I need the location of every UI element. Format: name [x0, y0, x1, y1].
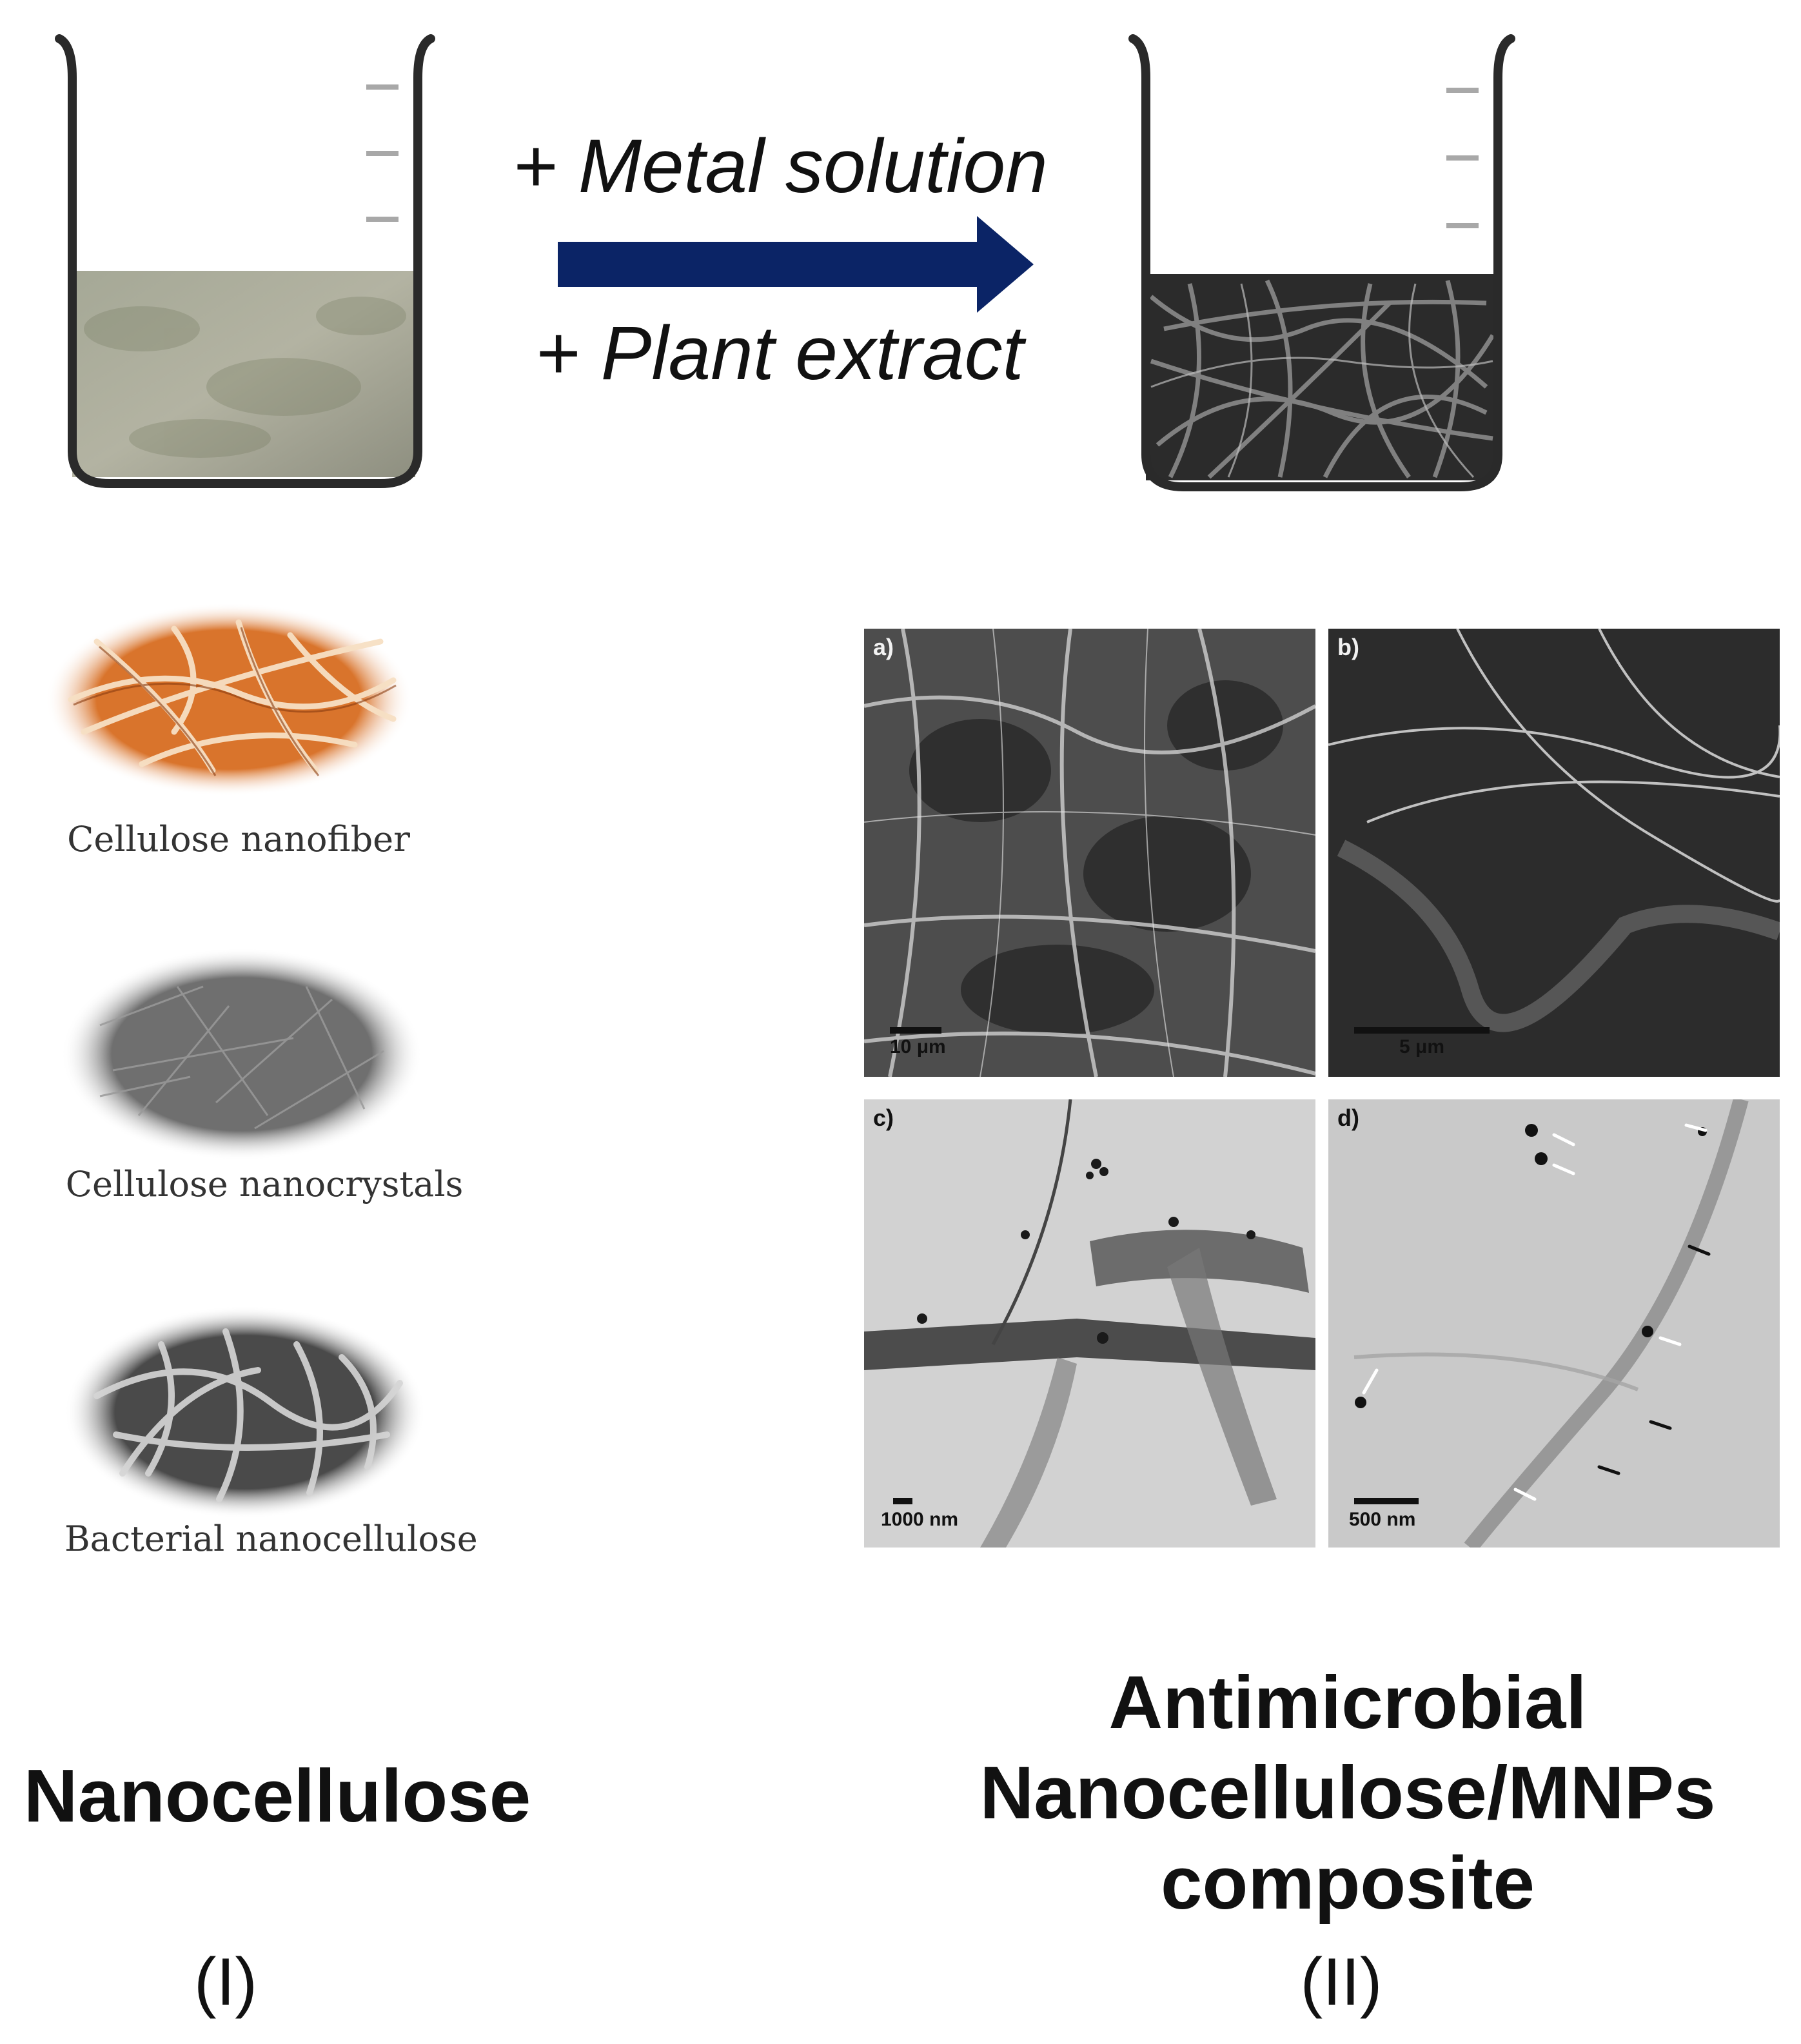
bacterial-nanocellulose-image: [64, 1306, 426, 1518]
nanocellulose-beaker: [39, 26, 451, 503]
reagent-metal-solution: + Metal solution: [513, 124, 1048, 209]
micrograph-d: d) 500 nm: [1328, 1099, 1780, 1548]
graduation-marks: [366, 84, 399, 222]
composite-label-line3: composite: [1160, 1841, 1535, 1925]
graduation-marks: [1446, 88, 1479, 228]
arrow-markers: [1362, 1123, 1711, 1501]
panel-letter-d: d): [1337, 1105, 1359, 1131]
nanocellulose-suspension: [72, 271, 415, 477]
scale-bar-label-c: 1000 nm: [881, 1509, 959, 1530]
cellulose-nanofiber-image: [45, 603, 413, 796]
reagent-plant-extract: + Plant extract: [535, 311, 1024, 396]
panel-letter-c: c): [873, 1105, 894, 1131]
composite-beaker: [1112, 26, 1525, 509]
cellulose-nanocrystals-caption: Cellulose nanocrystals: [65, 1164, 464, 1204]
cellulose-nanocrystals-image: [61, 948, 422, 1161]
beaker-outline: [55, 34, 435, 488]
micrograph-a: a) 10 μm: [864, 629, 1315, 1077]
beaker-outline: [1128, 34, 1515, 491]
scale-bar-label-d: 500 nm: [1349, 1509, 1416, 1530]
panel-letter-a: a): [873, 634, 894, 660]
composite-label-line1: Antimicrobial: [1108, 1660, 1587, 1744]
label-numeral-i: (I): [193, 1945, 258, 2019]
reaction-arrow: [558, 216, 1035, 313]
label-numeral-ii: (II): [1300, 1945, 1383, 2019]
scale-bar-label-b: 5 μm: [1399, 1036, 1445, 1057]
nanocellulose-label: Nanocellulose: [23, 1754, 531, 1838]
composite-label-line2: Nanocellulose/MNPs: [979, 1751, 1716, 1834]
composite-label: Antimicrobial Nanocellulose/MNPs composi…: [903, 1657, 1793, 1928]
panel-letter-b: b): [1337, 634, 1359, 660]
micrograph-b: b) 5 μm: [1328, 629, 1780, 1077]
micrograph-c: c) 1000 nm: [864, 1099, 1315, 1548]
fiber-network: [1149, 279, 1495, 479]
bacterial-nanocellulose-caption: Bacterial nanocellulose: [64, 1518, 478, 1559]
scale-bar-label-a: 10 μm: [890, 1036, 946, 1057]
cellulose-nanofiber-caption: Cellulose nanofiber: [67, 819, 410, 860]
